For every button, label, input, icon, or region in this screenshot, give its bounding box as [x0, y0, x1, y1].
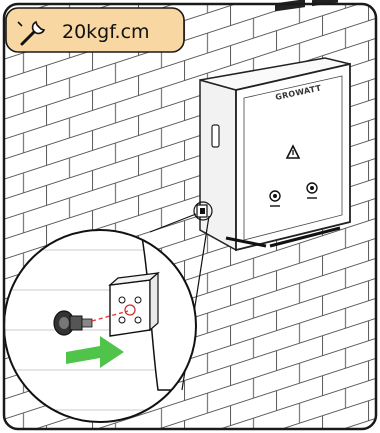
torque-badge: 20kgf.cm: [6, 8, 184, 52]
torque-value: 20kgf.cm: [62, 21, 150, 43]
mounting-bracket: [110, 273, 158, 336]
